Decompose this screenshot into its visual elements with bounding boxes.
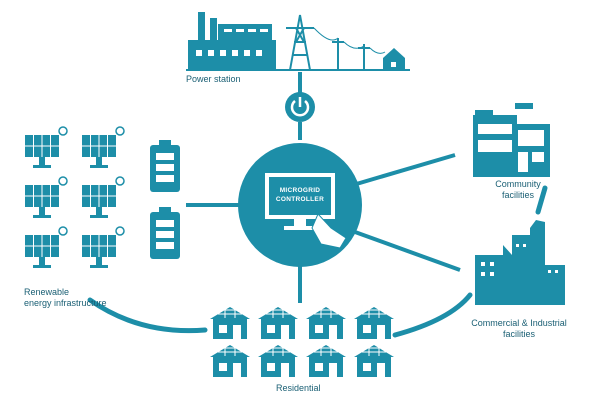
renewable-label-line1: Renewable xyxy=(24,287,70,297)
community-building-icon xyxy=(473,103,550,177)
house-icon xyxy=(209,306,395,378)
network-ring xyxy=(87,185,548,338)
controller-label-line2: CONTROLLER xyxy=(275,196,325,203)
power-icon xyxy=(285,92,315,122)
controller-label-line1: MICROGRID xyxy=(279,187,321,194)
commercial-label-line2: facilities xyxy=(502,329,535,339)
power-station-label: Power station xyxy=(186,74,241,84)
controller-label: MICROGRID CONTROLLER xyxy=(269,186,331,204)
commercial-label: Commercial & Industrial facilities xyxy=(463,318,575,340)
commercial-label-line1: Commercial & Industrial xyxy=(471,318,567,328)
microgrid-controller xyxy=(238,143,362,267)
community-label: Community facilities xyxy=(482,179,554,201)
power-station-icon xyxy=(186,12,410,71)
community-label-line1: Community xyxy=(495,179,541,189)
solar-panel-icon xyxy=(24,126,125,269)
connection-lines xyxy=(186,72,461,303)
community-label-line2: facilities xyxy=(501,190,534,200)
renewable-label: Renewable energy infrastructure xyxy=(24,287,107,309)
residential-label: Residential xyxy=(276,383,321,393)
industrial-building-icon xyxy=(475,220,565,305)
renewable-label-line2: energy infrastructure xyxy=(24,298,107,308)
battery-icon xyxy=(150,140,180,259)
